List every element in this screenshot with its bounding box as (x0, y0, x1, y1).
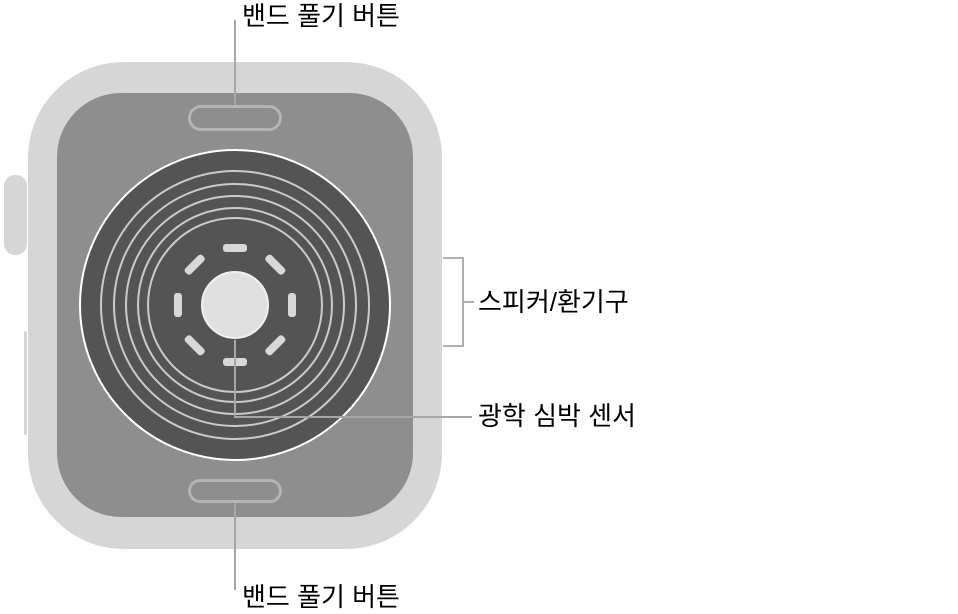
label-speaker-vent: 스피커/환기구 (478, 287, 629, 317)
sensor-dash (174, 293, 182, 317)
sensor-disc (79, 149, 391, 461)
label-band-release-top: 밴드 풀기 버튼 (242, 1, 400, 31)
sensor-dash (288, 293, 296, 317)
sensor-ring (113, 183, 357, 427)
sensor-dash (223, 358, 247, 366)
label-optical-heart-sensor: 광학 심박 센서 (478, 401, 636, 431)
sensor-ring (100, 170, 370, 440)
band-release-button-top (188, 105, 282, 131)
band-release-button-bottom (188, 479, 282, 503)
speaker-vent-bracket (443, 257, 464, 347)
optical-heart-sensor-center (201, 271, 269, 339)
digital-crown (1, 172, 30, 258)
label-band-release-bottom: 밴드 풀기 버튼 (242, 582, 400, 612)
sensor-dash (223, 244, 247, 252)
